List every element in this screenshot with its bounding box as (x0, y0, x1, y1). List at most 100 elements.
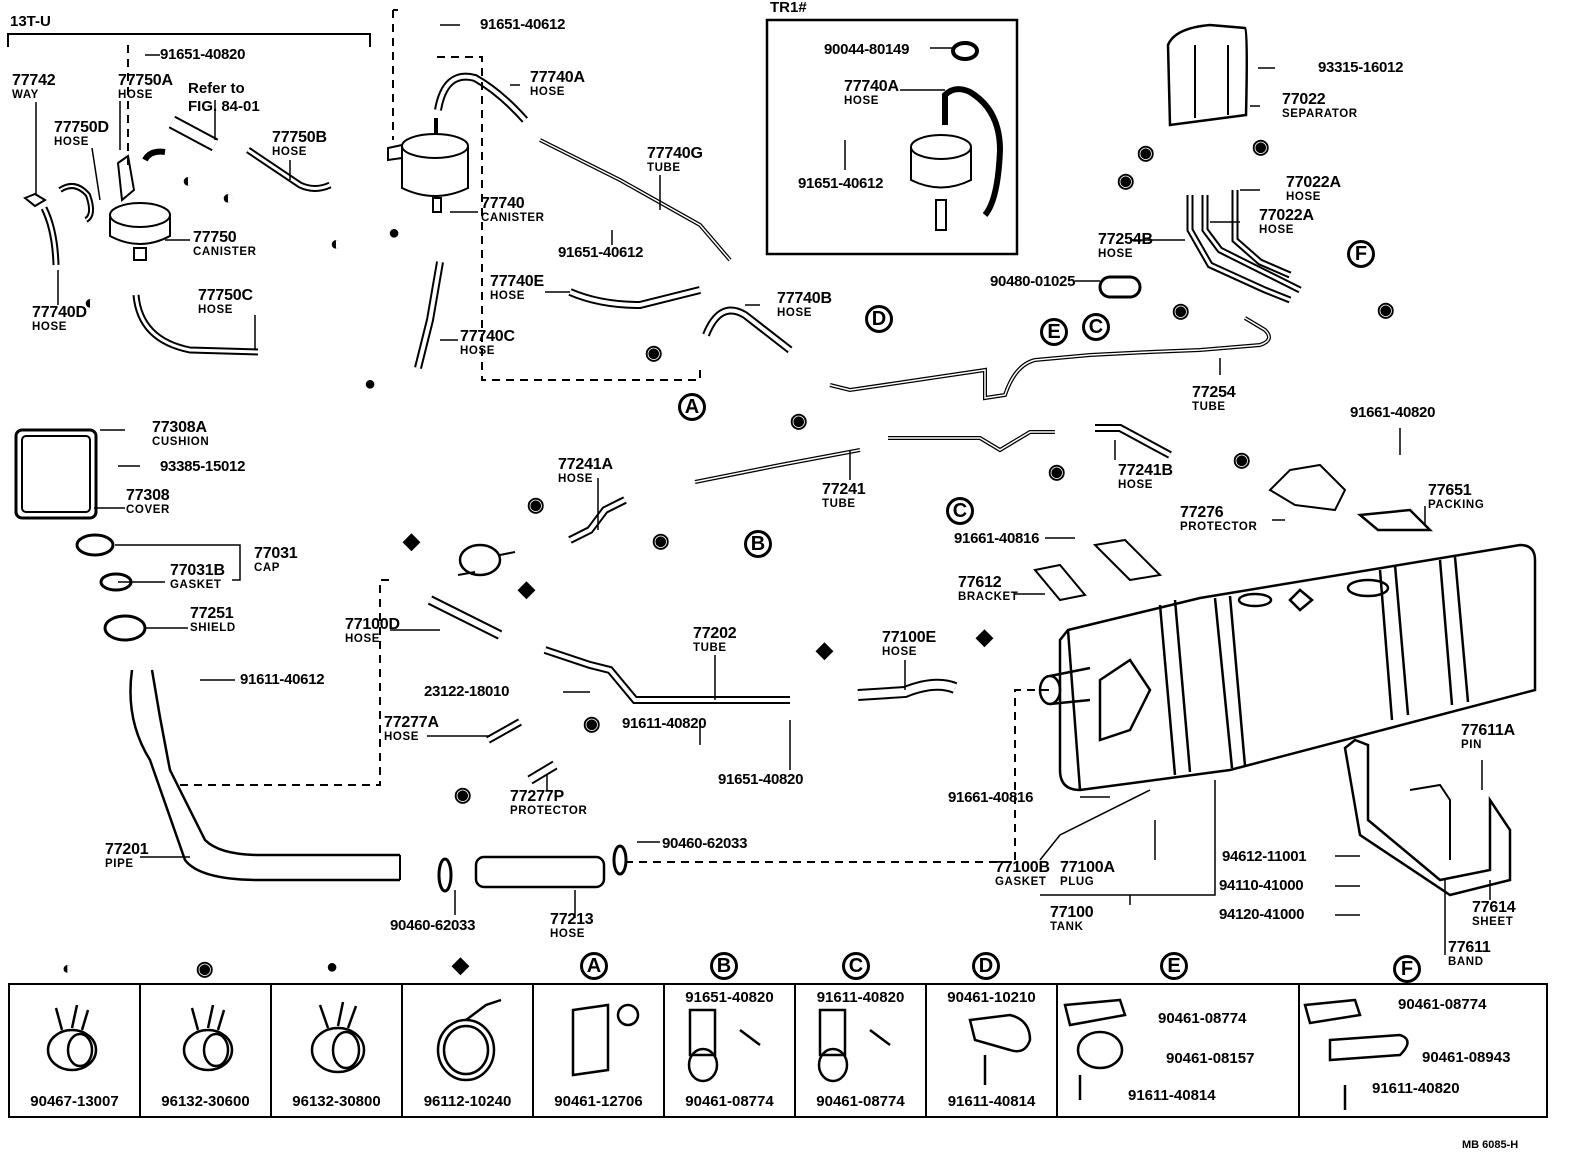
callout-F: F (1347, 240, 1375, 268)
band-77611-drawing (1343, 738, 1512, 897)
diamond-square-icon: ◆ (816, 637, 833, 662)
ring-circle-icon: ◉ (1048, 461, 1066, 483)
legend-cell-ring: 96132-30600 (141, 985, 272, 1116)
half-filled-circle-icon: ◐ (222, 187, 235, 209)
part-label-91661-40816-low: 91661-40816 (948, 789, 1034, 806)
shield-77251-drawing (103, 614, 147, 642)
group-bracket-13tu (7, 33, 371, 47)
canister-77750-drawing (58, 154, 171, 261)
half-filled-circle-icon: ◐ (84, 292, 97, 314)
part-label-94612-11001: 94612-11001 (1222, 848, 1307, 865)
reference-note: Refer to FIG. 84-01 (188, 80, 260, 116)
part-label-93315-16012: 93315-16012 (1318, 59, 1404, 76)
callout-B: B (744, 530, 772, 558)
inset-box-tr1 (765, 18, 1019, 256)
legend-cell-F: 90461-08774 90461-08943 91611-40820 (1372, 996, 1511, 1097)
diamond-square-icon: ◆ (518, 576, 535, 601)
filled-circle-triangle-icon: ● (364, 373, 377, 395)
part-label-90480-01025: 90480-01025 (990, 273, 1076, 290)
ring-circle-icon: ◉ (1137, 142, 1155, 164)
inset-canister-drawing (910, 41, 1004, 231)
callout-D: D (865, 305, 893, 333)
part-label-91611-40820: 91611-40820 (622, 715, 707, 732)
group-label-tr1: TR1# (770, 0, 807, 16)
ring-circle-icon: ◉ (454, 784, 472, 806)
part-label-90460-62033-left: 90460-62033 (390, 917, 476, 934)
legend-symbol-E: E (1160, 952, 1188, 980)
hose-77750A (142, 148, 166, 162)
part-label-inset-91651-40612: 91651-40612 (798, 175, 884, 192)
way-77742 (23, 192, 47, 208)
ring-circle-icon: ◉ (527, 494, 545, 516)
part-label-91661-40816-top: 91661-40816 (954, 530, 1040, 547)
ring-circle-icon: ◉ (645, 342, 663, 364)
legend-cell-A: 90461-12706 (534, 985, 665, 1116)
half-filled-circle-icon: ◐ (62, 958, 73, 978)
callout-E: E (1040, 318, 1068, 346)
part-label-94120-41000: 94120-41000 (1219, 906, 1305, 923)
callout-A: A (678, 393, 706, 421)
ring-circle-icon: ◉ (652, 530, 670, 552)
ring-circle-icon: ◉ (790, 410, 808, 432)
part-label-93385-15012: 93385-15012 (160, 458, 246, 475)
hose-77213-drawing (474, 855, 606, 889)
ring-circle-icon: ◉ (196, 958, 214, 980)
part-label-91651-40820-top: 91651-40820 (160, 46, 246, 63)
reference-note-line1: Refer to (188, 80, 245, 97)
packing-77651-drawing (1356, 508, 1434, 532)
legend-icons (46, 998, 1409, 1110)
diamond-square-icon: ◆ (452, 952, 469, 977)
pipe-77201-drawing (129, 669, 400, 882)
ring-circle-icon: ◉ (583, 713, 601, 735)
half-filled-circle-icon: ◐ (330, 233, 343, 255)
legend-table: 90467-13007 96132-30600 96132-30800 9611… (8, 983, 1548, 1118)
canister-77740-drawing (387, 118, 469, 213)
legend-cell-diamond: 96112-10240 (403, 985, 534, 1116)
legend-symbol-B: B (710, 952, 738, 980)
part-label-91651-40612-top: 91651-40612 (480, 16, 566, 33)
diagram-code: MB 6085-H (1462, 1139, 1519, 1151)
ring-circle-icon: ◉ (1117, 170, 1135, 192)
part-label-91651-40820-low: 91651-40820 (718, 771, 804, 788)
legend-symbol-A: A (580, 952, 608, 980)
legend-symbol-F: F (1393, 955, 1421, 983)
legend-symbol-C: C (842, 952, 870, 980)
bracket-77612-drawing (1033, 538, 1163, 602)
callout-C-lower: C (946, 497, 974, 525)
part-label-90044-80149: 90044-80149 (824, 41, 910, 58)
part-label-23122-18010: 23122-18010 (424, 683, 510, 700)
part-label-90460-62033-right: 90460-62033 (662, 835, 748, 852)
diamond-square-icon: ◆ (403, 528, 420, 553)
